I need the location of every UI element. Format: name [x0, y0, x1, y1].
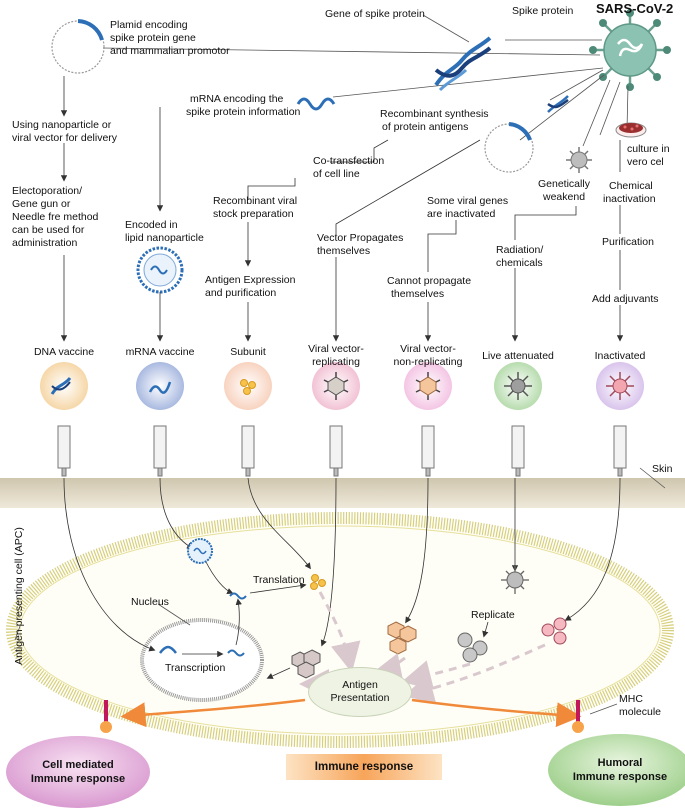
- cotrans-label-1: Co-transfection: [313, 155, 385, 167]
- in-step3: Add adjuvants: [592, 293, 659, 305]
- syringes: [57, 425, 627, 477]
- cotrans-label-2: of cell line: [313, 168, 360, 180]
- mrna-label-2: spike protein information: [186, 106, 301, 118]
- gene-spike-label: Gene of spike protein: [325, 8, 425, 20]
- dna-step2-e: administration: [12, 237, 78, 249]
- spike-gene-dna-icon: [434, 36, 492, 92]
- inactivated-label: Inactivated: [594, 350, 646, 362]
- mhc-molecule-left: [100, 700, 112, 733]
- sars-cov-2-title: SARS-CoV-2: [596, 1, 674, 16]
- live-attenuated-badge: [494, 362, 542, 410]
- in-step1-b: inactivation: [603, 193, 656, 205]
- la-step1-a: Genetically: [538, 178, 590, 190]
- plasmid-label-3: and mammalian promotor: [110, 45, 230, 57]
- subunit-step1-a: Recombinant viral: [213, 195, 298, 207]
- translation-label: Translation: [253, 574, 305, 586]
- vnr-step1-b: are inactivated: [427, 208, 496, 220]
- replicating-virus-icon: [501, 566, 529, 594]
- inactivated-badge: [596, 362, 644, 410]
- replicate-label: Replicate: [471, 609, 515, 621]
- recomb-label-1: Recombinant synthesis: [380, 108, 489, 120]
- vnr-label-b: non-replicating: [393, 356, 463, 368]
- subunit-label: Subunit: [230, 346, 266, 358]
- dna-step2-a: Electoporation/: [12, 185, 83, 197]
- culture-dish-icon: [615, 122, 647, 138]
- dna-step1-b: viral vector for delivery: [12, 132, 118, 144]
- vnr-step2-b: themselves: [391, 288, 445, 300]
- nucleus: [140, 618, 264, 702]
- mhc-label-b: molecule: [619, 706, 662, 718]
- translated-protein-icon: [310, 574, 326, 590]
- humoral-a: Humoral: [597, 757, 643, 769]
- subunit-step2-b: and purification: [205, 287, 277, 299]
- mrna-step1-b: lipid nanoparticle: [125, 232, 204, 244]
- humoral-ellipse: [548, 734, 685, 806]
- vr-step1-b: themselves: [317, 245, 371, 257]
- inactivated-cluster: [541, 617, 567, 645]
- vnr-label-a: Viral vector-: [400, 343, 456, 355]
- viral-vector-replicating-badge: [312, 362, 360, 410]
- la-step2-b: chemicals: [496, 257, 543, 269]
- small-dna-icon: [547, 95, 569, 113]
- lipid-nanoparticle-icon: [136, 246, 184, 294]
- immune-response-bar: Immune response: [286, 754, 442, 780]
- vnr-virus-cluster: [387, 621, 417, 655]
- replicate-cluster: [457, 632, 488, 663]
- skin-label: Skin: [652, 463, 673, 475]
- endosome-icon: [187, 538, 213, 564]
- mhc-label-a: MHC: [619, 693, 643, 705]
- subunit-step2-a: Antigen Expression: [205, 274, 296, 286]
- apc-label: Antigen presenting cell (APC): [12, 527, 25, 665]
- mrna-label-1: mRNA encoding the: [190, 93, 284, 105]
- culture-label-2: vero cel: [627, 156, 664, 168]
- vector-plasmid-icon: [484, 122, 534, 173]
- dna-vaccine-label: DNA vaccine: [33, 346, 95, 358]
- skin-layer: [0, 478, 685, 508]
- weakened-virus-icon: [566, 147, 592, 173]
- dna-step2-b: Gene gun or: [12, 198, 71, 210]
- in-step1-a: Chemical: [609, 180, 653, 192]
- viral-vector-non-replicating-badge: [404, 362, 452, 410]
- vnr-step1-a: Some viral genes: [427, 195, 509, 207]
- cell-mediated-a: Cell mediated: [42, 759, 114, 771]
- mrna-strand-icon: [296, 97, 336, 111]
- live-attenuated-label: Live attenuated: [482, 350, 554, 362]
- vr-step1-a: Vector Propagates: [317, 232, 404, 244]
- vnr-step2-a: Cannot propagate: [387, 275, 472, 287]
- plasmid-label-1: Plamid encoding: [110, 19, 188, 31]
- subunit-step1-b: stock preparation: [213, 208, 294, 220]
- antigen-label-a: Antigen: [342, 679, 378, 691]
- subunit-vaccine-badge: [224, 362, 272, 410]
- humoral-response: Humoral Immune response: [548, 744, 685, 796]
- cell-mediated-b: Immune response: [30, 773, 126, 785]
- mrna-vaccine-badge: [136, 362, 184, 410]
- vr-label-b: replicating: [312, 356, 360, 368]
- in-step2: Purification: [602, 236, 654, 248]
- transcription-label: Transcription: [165, 662, 226, 674]
- mhc-molecule-right: [572, 700, 584, 733]
- la-step1-b: weakend: [543, 191, 586, 203]
- dna-step1-a: Using nanoparticle or: [12, 119, 112, 131]
- la-step2-a: Radiation/: [496, 244, 544, 256]
- antigen-presentation-node: Antigen Presentation: [308, 667, 412, 717]
- antigen-label-b: Presentation: [330, 692, 390, 704]
- vr-label-a: Viral vector-: [308, 343, 364, 355]
- cell-mediated-ellipse: [6, 736, 150, 808]
- dna-step2-c: Needle fre method: [12, 211, 99, 223]
- mrna-vaccine-label: mRNA vaccine: [125, 346, 195, 358]
- spike-protein-label: Spike protein: [512, 5, 574, 17]
- sars-cov-2-virus-icon: [589, 9, 671, 91]
- dna-vaccine-badge: [40, 362, 88, 410]
- plasmid-label-2: spike protein gene: [110, 32, 196, 44]
- humoral-b: Immune response: [572, 771, 668, 783]
- recomb-label-2: of protein antigens: [382, 121, 469, 133]
- plasmid-icon: [51, 19, 105, 74]
- nucleus-label: Nucleus: [131, 596, 169, 608]
- culture-label-1: culture in: [627, 143, 670, 155]
- cell-mediated-response: Cell mediated Immune response: [6, 746, 150, 798]
- mrna-step1-a: Encoded in: [125, 219, 178, 231]
- dna-step2-d: can be used for: [12, 224, 85, 236]
